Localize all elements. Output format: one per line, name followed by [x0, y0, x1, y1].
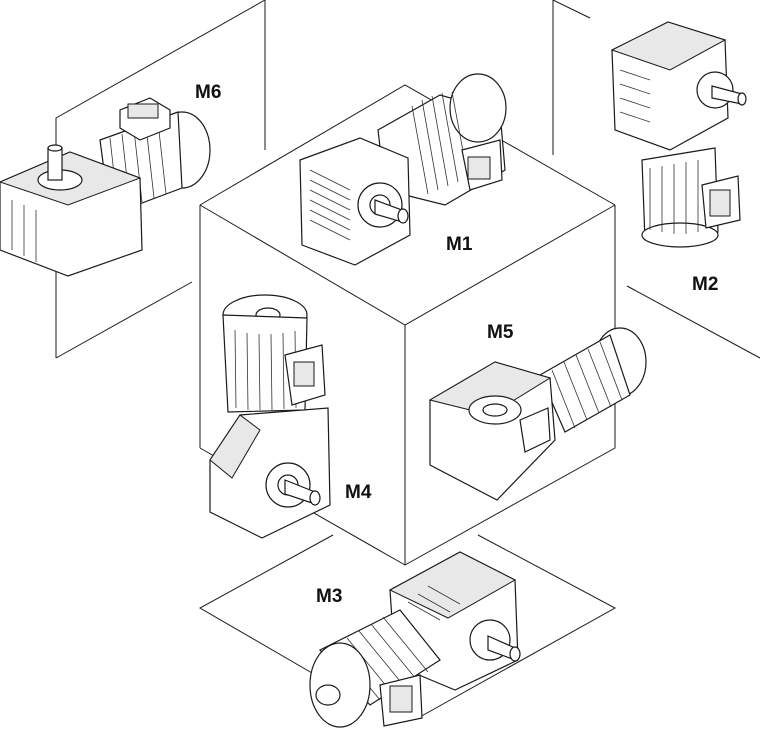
label-m1: M1	[446, 234, 473, 255]
label-m3: M3	[316, 586, 342, 607]
gear-motor-m3	[309, 551, 521, 728]
label-m5: M5	[487, 322, 514, 343]
gear-motor-m6	[0, 97, 211, 277]
gear-motor-m2	[610, 21, 747, 248]
gear-motor-m5	[428, 327, 647, 501]
reference-planes	[55, 0, 760, 719]
label-m4: M4	[345, 482, 372, 503]
gear-motor-m1	[299, 73, 507, 266]
label-m2: M2	[692, 274, 718, 295]
central-cube	[199, 84, 616, 566]
label-m6: M6	[195, 82, 221, 103]
position-labels: M6 M1 M2 M5 M4 M3	[195, 82, 718, 607]
gear-motor-m4	[209, 294, 331, 539]
plane-m3	[198, 534, 334, 674]
